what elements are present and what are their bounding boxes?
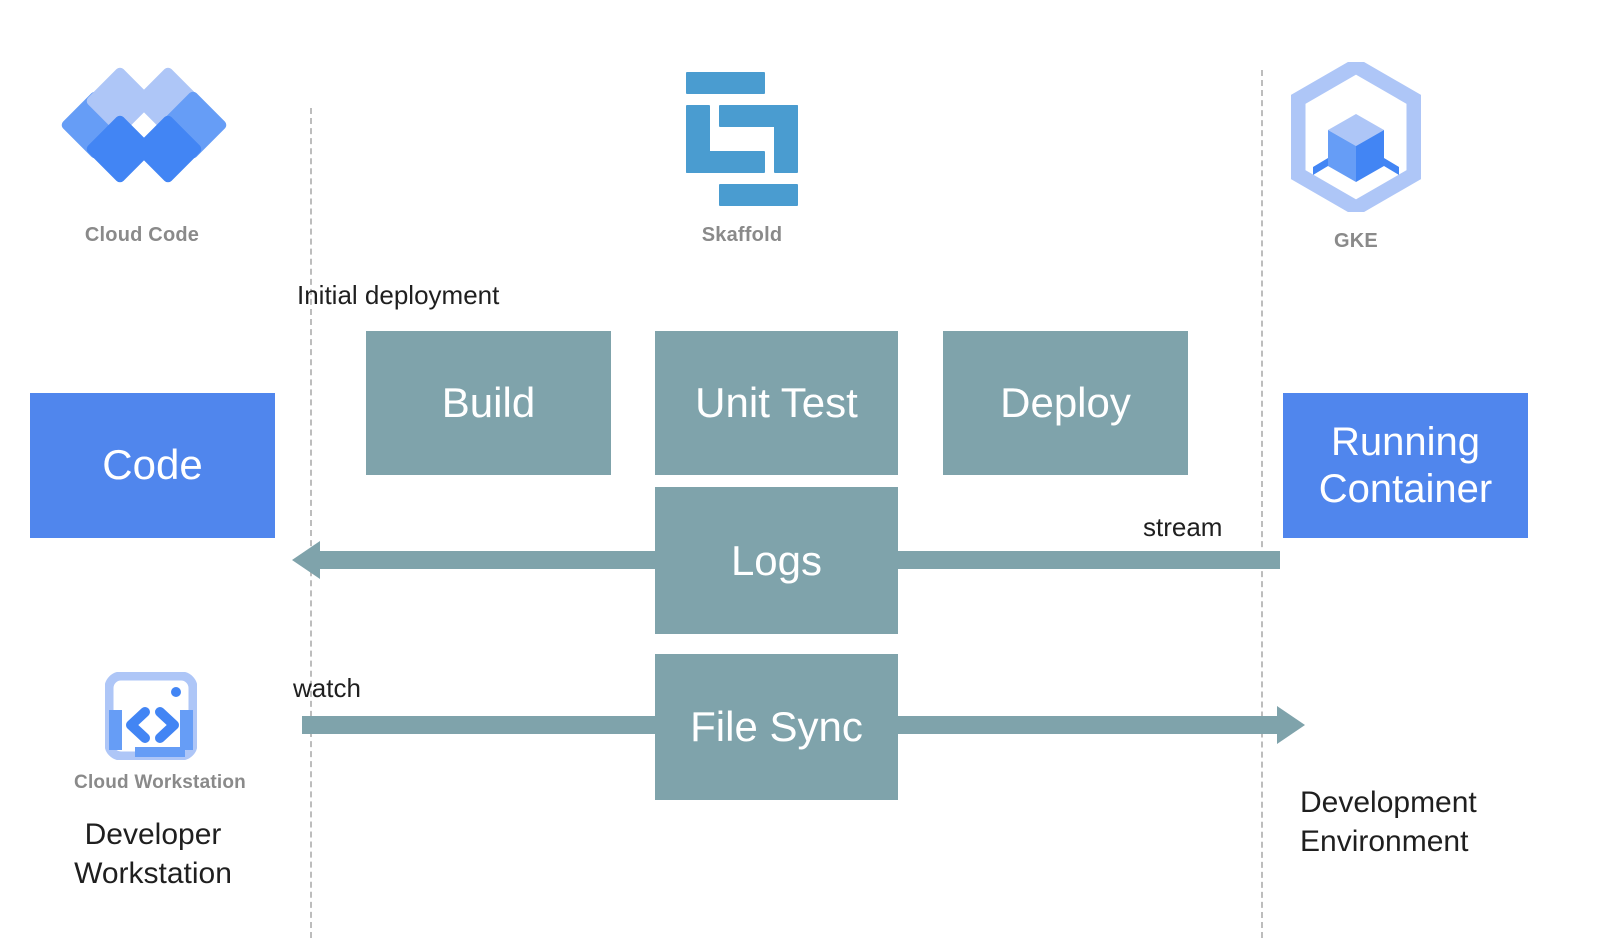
watch-label: watch — [293, 673, 361, 703]
skaffold-s-blocks-icon — [683, 72, 801, 206]
development-environment-caption: Development Environment — [1300, 786, 1477, 858]
logs-arrow-head — [292, 541, 320, 579]
file-sync-stage-box[interactable]: File Sync — [655, 654, 898, 800]
cloud-code-label: Cloud Code — [84, 224, 200, 246]
gke-label: GKE — [1334, 230, 1378, 252]
cloud-workstation-label: Cloud Workstation — [74, 772, 246, 793]
code-box[interactable]: Code — [30, 393, 275, 538]
unit-test-stage-box[interactable]: Unit Test — [655, 331, 898, 475]
cloud-workstation-browser-code-icon — [104, 671, 198, 761]
development-environment-boundary-line — [1261, 70, 1263, 938]
file-sync-arrow-head — [1277, 706, 1305, 744]
gke-hexagon-cube-icon — [1290, 57, 1422, 217]
running-container-box[interactable]: Running Container — [1283, 393, 1528, 538]
gke-icon-svg — [1290, 57, 1422, 217]
build-stage-box[interactable]: Build — [366, 331, 611, 475]
logs-stage-box[interactable]: Logs — [655, 487, 898, 634]
stream-label: stream — [1143, 512, 1223, 542]
developer-workstation-boundary-line — [310, 108, 312, 938]
cloud-workstation-icon-svg — [104, 671, 198, 761]
initial-deployment-label: Initial deployment — [297, 280, 500, 310]
cloud-code-diamonds-icon — [59, 65, 229, 203]
skaffold-label: Skaffold — [701, 224, 783, 246]
deploy-stage-box[interactable]: Deploy — [943, 331, 1188, 475]
developer-workstation-caption: Developer Workstation — [74, 818, 232, 890]
